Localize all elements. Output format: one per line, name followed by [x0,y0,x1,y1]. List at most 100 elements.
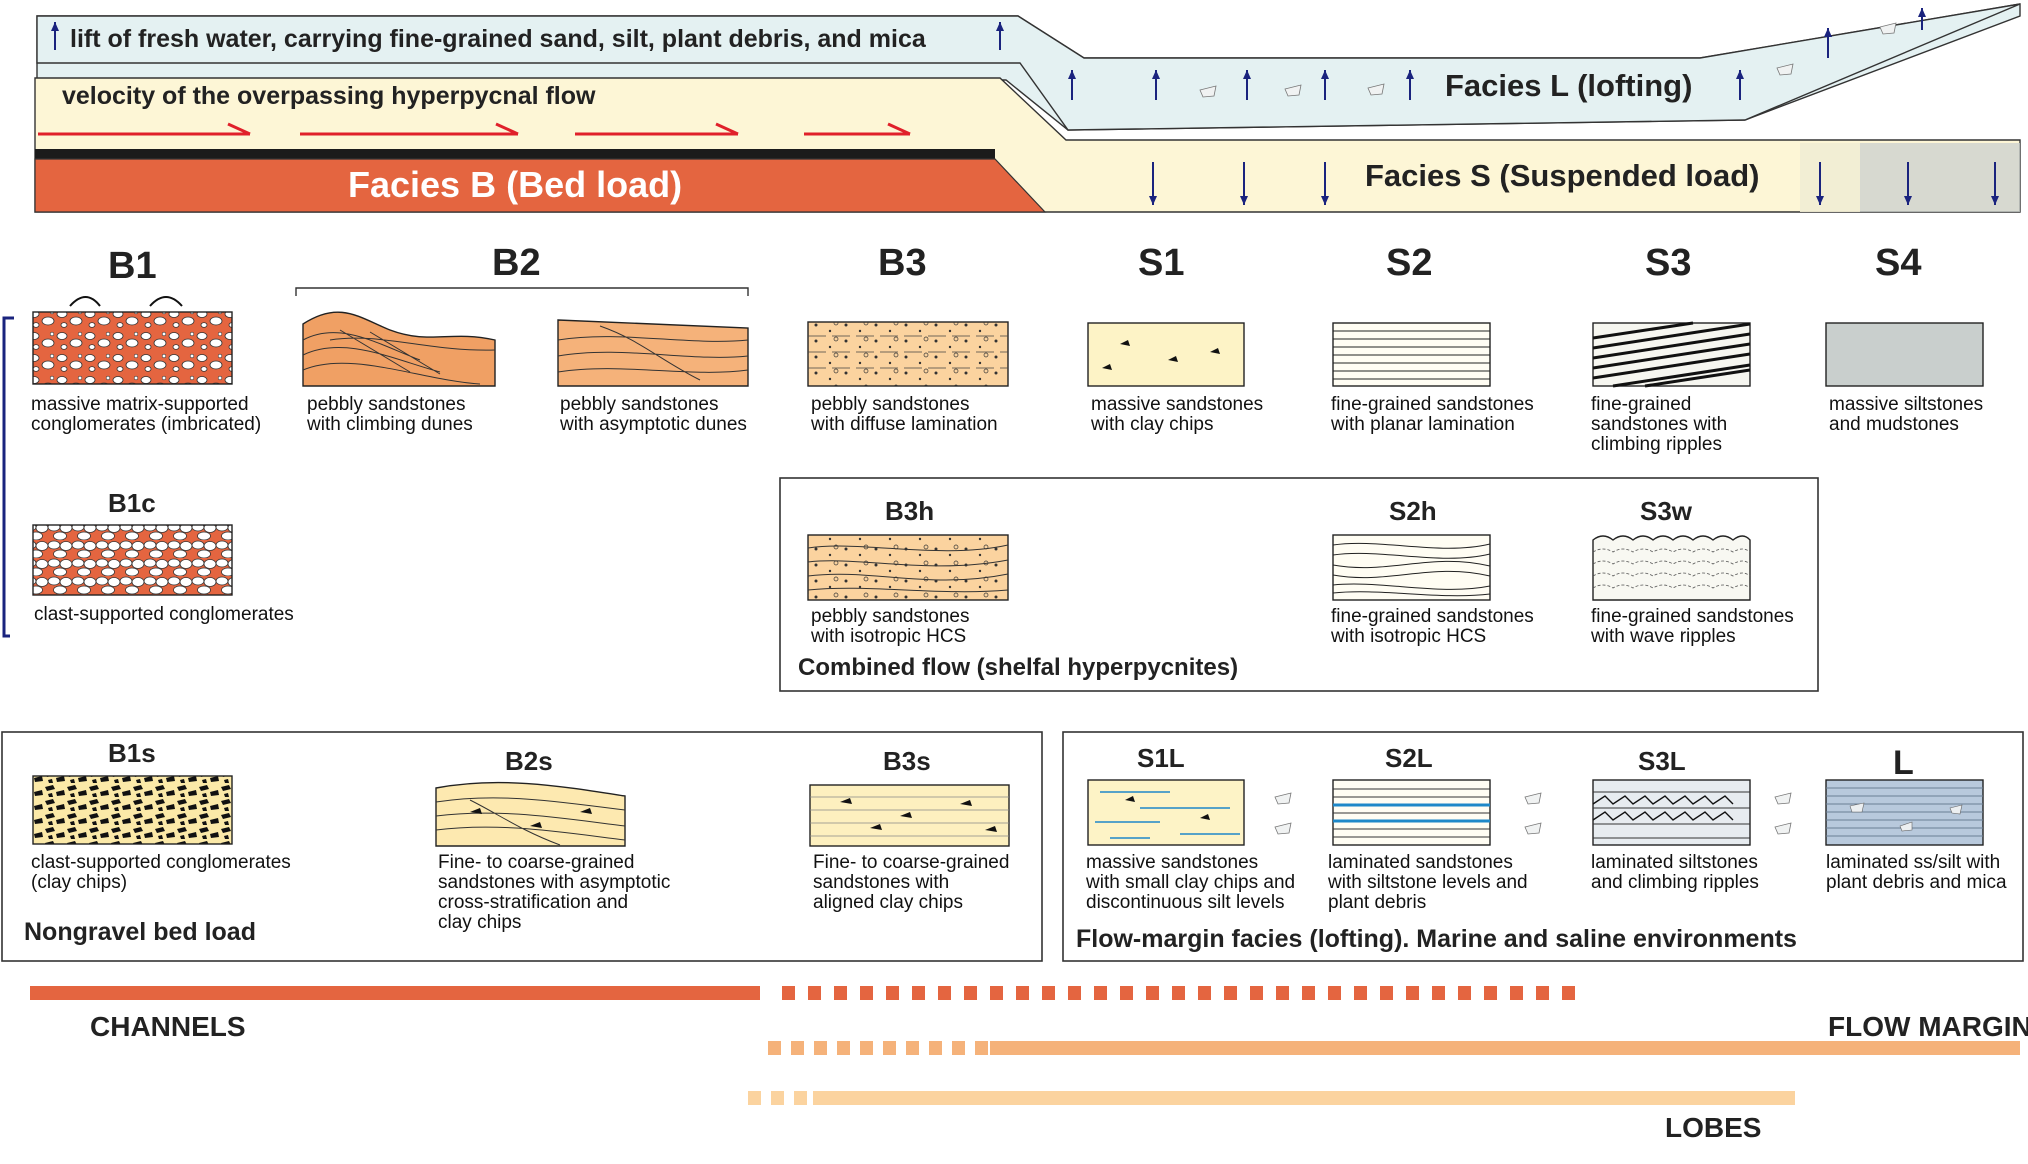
down-arrow-icon [1904,162,1912,205]
bedload-band [34,149,1047,213]
b2-asymptotic-dunes-sample [557,319,749,387]
s2l-caption-line1: laminated sandstones [1328,852,1513,873]
facies-code-s2: S2 [1386,242,1432,284]
b2-climbing-dunes-sample [302,311,496,387]
down-arrow-icon [1991,162,1999,205]
s3w-caption-line1: fine-grained sandstones [1591,606,1794,627]
mica-flake-icon [1774,792,1792,805]
env-label-channels: CHANNELS [90,1011,246,1042]
mica-flake-icon [1524,792,1542,805]
b2-group-bracket [295,287,749,296]
up-arrow-icon [1068,70,1076,100]
b3s-sample [809,784,1010,847]
facies-b-title: Facies B (Bed load) [348,164,682,205]
s1-caption-line2: with clay chips [1090,414,1214,435]
b2b-caption-line1: pebbly sandstones [560,394,718,415]
eddy-arrow-icon [69,296,101,307]
s3w-sample [1592,535,1751,601]
facies-code-b2: B2 [492,242,541,284]
facies-code-s3w: S3w [1640,496,1693,526]
nongravel-box [1,731,1043,962]
s2-caption-line2: with planar lamination [1330,414,1515,435]
s1l-caption-line3: discontinuous silt levels [1086,892,1285,913]
b2s-sample [435,781,626,847]
mica-flake-icon [1367,83,1385,96]
lofting-banner-text: lift of fresh water, carrying fine-grain… [70,25,927,53]
up-arrow-icon [996,22,1004,50]
facies-code-b3h: B3h [885,496,934,526]
b1c-sample [32,524,233,596]
l-caption-line1: laminated ss/silt with [1826,852,2000,873]
suspended-load-band [1800,143,2020,212]
b3-caption-line2: with diffuse lamination [810,414,998,435]
s2-sample [1332,322,1491,387]
b1s-sample [32,775,233,845]
b1-caption-line1: massive matrix-supported [31,394,249,415]
facies-code-s3: S3 [1645,242,1691,284]
s4-sample [1825,322,1984,387]
up-arrow-icon [1918,8,1926,30]
env-label-lobes: LOBES [1665,1112,1761,1143]
b2a-caption-line2: with climbing dunes [306,414,473,435]
s3l-sample [1592,779,1751,846]
facies-code-s3l: S3L [1638,746,1686,776]
s3l-caption-line1: laminated siltstones [1591,852,1758,873]
facies-code-l: L [1893,744,1914,782]
flow-arrow-icon [575,122,739,136]
mica-flake-icon [1284,84,1302,97]
b2s-caption-line4: clay chips [438,912,521,933]
s2l-caption-line2: with siltstone levels and [1327,872,1528,893]
b3-sample [807,321,1009,387]
velocity-banner-text: velocity of the overpassing hyperpycnal … [62,82,596,110]
s3w-caption-line2: with wave ripples [1590,626,1736,647]
combined-flow-title: Combined flow (shelfal hyperpycnites) [798,654,1238,681]
facies-code-b1c: B1c [108,488,156,518]
b1-caption-line2: conglomerates (imbricated) [31,414,261,435]
up-arrow-icon [51,22,59,50]
s2-caption-line1: fine-grained sandstones [1331,394,1534,415]
facies-code-b1: B1 [108,245,157,287]
b1-column-sample [32,296,233,385]
facies-code-s1l: S1L [1137,743,1185,773]
up-arrow-icon [1152,70,1160,100]
facies-code-b3: B3 [878,242,927,284]
facies-code-s4: S4 [1875,242,1921,284]
s3l-caption-line2: and climbing ripples [1591,872,1759,893]
mica-flake-icon [1274,822,1292,835]
mica-flake-icon [1776,63,1794,76]
s3-caption-line1: fine-grained [1591,394,1691,415]
nongravel-title: Nongravel bed load [24,918,256,946]
env-label-flow-margin: FLOW MARGIN [1828,1011,2028,1042]
s1l-sample [1087,779,1245,846]
facies-code-s2h: S2h [1389,496,1437,526]
l-caption-line2: plant debris and mica [1826,872,2007,893]
down-arrow-icon [1240,162,1248,205]
mica-flake-icon [1199,85,1217,98]
s2h-caption-line1: fine-grained sandstones [1331,606,1534,627]
b3s-caption-line1: Fine- to coarse-grained [813,852,1009,873]
eddy-arrow-icon [149,296,183,307]
s4-caption-line2: and mudstones [1829,414,1959,435]
environment-bars [30,986,2020,1105]
b2s-caption-line1: Fine- to coarse-grained [438,852,634,873]
s1-caption-line1: massive sandstones [1091,394,1263,415]
facies-code-b3s: B3s [883,746,931,776]
flow-arrow-icon [804,122,911,136]
b1s-caption-line2: (clay chips) [31,872,127,893]
flow-margin-title: Flow-margin facies (lofting). Marine and… [1076,925,1797,953]
facies-code-s1: S1 [1138,242,1184,284]
facies-s-title: Facies S (Suspended load) [1365,158,1759,193]
flow-arrow-icon [300,122,519,136]
facies-l-title: Facies L (lofting) [1445,68,1692,103]
b3h-caption-line2: with isotropic HCS [810,626,966,647]
flow-arrow-icon [38,122,251,136]
up-arrow-icon [1406,70,1414,100]
flow-margin-box [1062,731,2024,962]
mica-flake-icon [1879,22,1897,35]
combined-flow-box [779,477,1819,692]
left-bracket [2,316,14,638]
banner-arrows [38,8,1999,835]
b1c-caption-line1: clast-supported conglomerates [34,604,294,625]
